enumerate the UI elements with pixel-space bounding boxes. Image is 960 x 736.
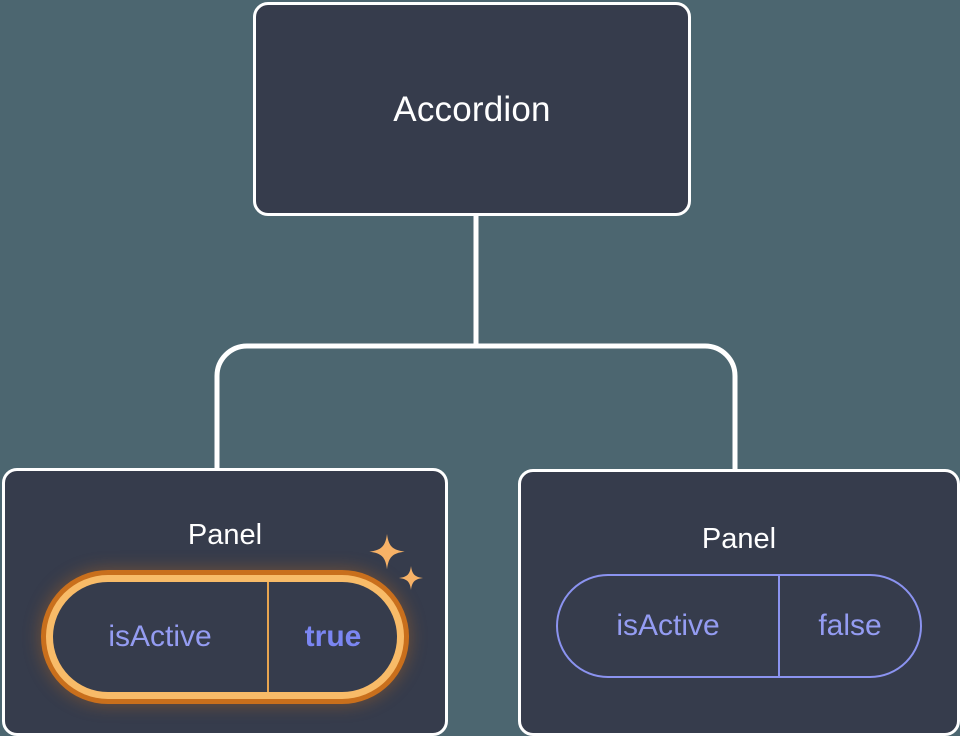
prop-value: true (304, 620, 362, 653)
sparkle-small-icon (399, 566, 423, 590)
node-panel-inactive[interactable]: Panel isActive false (518, 469, 960, 736)
node-title: Panel (701, 523, 777, 555)
prop-pill-wrapper: isActive false (556, 574, 922, 678)
prop-pill-wrapper: isActive true (41, 534, 423, 704)
prop-pill-highlight-ring-inner: isActive true (46, 575, 404, 699)
prop-name: isActive (53, 582, 269, 692)
connector-to-left-panel (214, 343, 476, 470)
prop-value: false (818, 609, 882, 642)
prop-pill-isactive-true[interactable]: isActive true (53, 582, 397, 692)
node-accordion[interactable]: Accordion (253, 2, 691, 216)
node-title: Accordion (393, 89, 551, 129)
node-panel-active[interactable]: Panel isActive true (2, 468, 448, 736)
connector-to-right-panel (476, 343, 738, 470)
sparkle-large-icon (369, 534, 405, 570)
prop-pill-isactive-false[interactable]: isActive false (556, 574, 922, 678)
prop-pill-highlight-ring: isActive true (41, 570, 409, 704)
prop-name: isActive (558, 576, 780, 676)
node-title: Panel (187, 519, 263, 551)
